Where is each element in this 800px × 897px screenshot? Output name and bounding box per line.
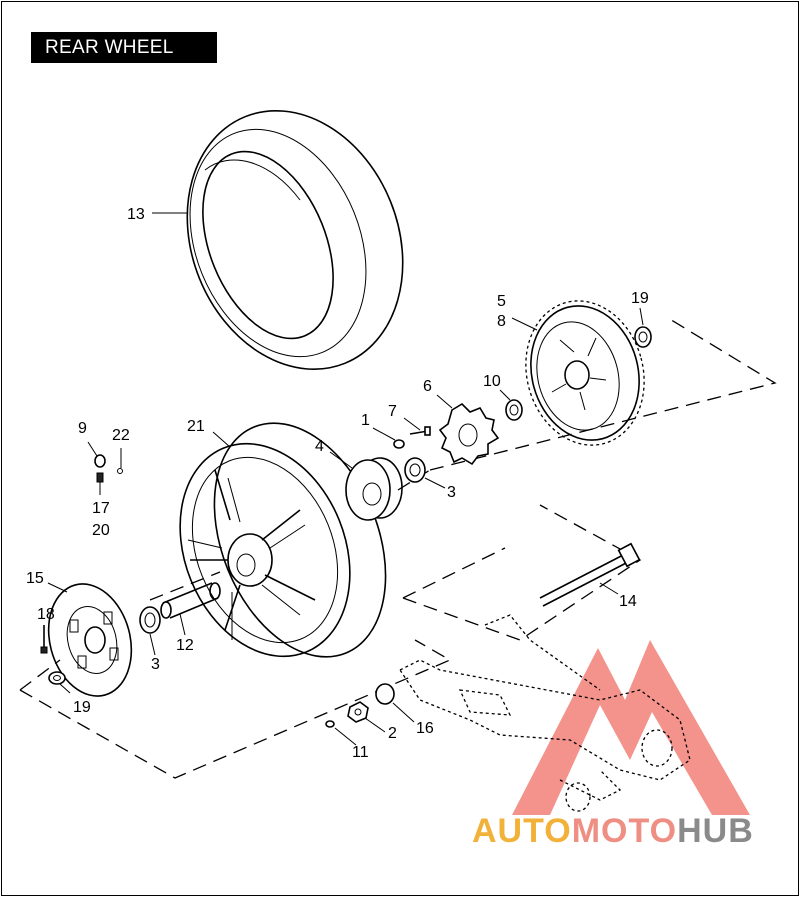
- callout-6: 6: [423, 378, 432, 395]
- brake-rotor: [47, 583, 133, 697]
- callout-1: 1: [361, 412, 370, 429]
- cush-damper: [438, 402, 500, 466]
- small-fasteners: [393, 426, 431, 449]
- axle: [539, 542, 641, 607]
- callout-20: 20: [92, 522, 110, 539]
- callout-8: 8: [497, 313, 506, 330]
- tire: [186, 109, 404, 371]
- cush-drive-hub: [345, 457, 403, 521]
- bearing-lower: [48, 671, 66, 685]
- bearing-left: [139, 606, 161, 634]
- callout-13: 13: [127, 206, 145, 223]
- leader-lines: [47, 212, 644, 746]
- assembly-guide-lines: [19, 317, 777, 779]
- diagram-title: REAR WHEEL: [31, 32, 217, 63]
- callout-5: 5: [497, 293, 506, 310]
- callout-7: 7: [388, 403, 397, 420]
- bearing-right: [404, 457, 426, 483]
- bearing-10: [505, 399, 523, 421]
- axle-nut-parts: [325, 683, 395, 728]
- bearing-top: [634, 326, 652, 348]
- watermark-part-moto: MOTO: [571, 812, 678, 850]
- callout-2: 2: [388, 725, 397, 742]
- spacer-tube: [160, 582, 221, 619]
- callout-3-left: 3: [151, 656, 160, 673]
- callout-10: 10: [483, 373, 501, 390]
- callout-22: 22: [112, 427, 130, 444]
- watermark-text: AUTOMOTOHUB: [472, 812, 754, 851]
- callout-19-lower: 19: [73, 699, 91, 716]
- callout-11: 11: [352, 744, 369, 761]
- callout-17: 17: [92, 500, 110, 517]
- callout-4: 4: [315, 438, 324, 455]
- callout-21: 21: [187, 418, 205, 435]
- swingarm-dotted: [399, 614, 691, 812]
- watermark-part-auto: AUTO: [472, 812, 572, 850]
- callout-15: 15: [26, 570, 44, 587]
- callout-19-top: 19: [631, 290, 649, 307]
- rotor-bolt: [40, 625, 48, 654]
- callout-16: 16: [416, 720, 434, 737]
- watermark-logo: [512, 640, 750, 815]
- callout-12: 12: [176, 637, 194, 654]
- callout-18: 18: [37, 606, 55, 623]
- watermark-part-hub: HUB: [677, 812, 754, 850]
- callout-labels: 13 5 8 19 6 10 1 7 21 4 3 9 22 17 20 15 …: [26, 206, 649, 761]
- callout-9: 9: [78, 420, 87, 437]
- callout-3-right: 3: [447, 484, 456, 501]
- callout-14: 14: [619, 593, 637, 610]
- sprocket: [525, 300, 645, 446]
- valve-parts: [94, 454, 123, 495]
